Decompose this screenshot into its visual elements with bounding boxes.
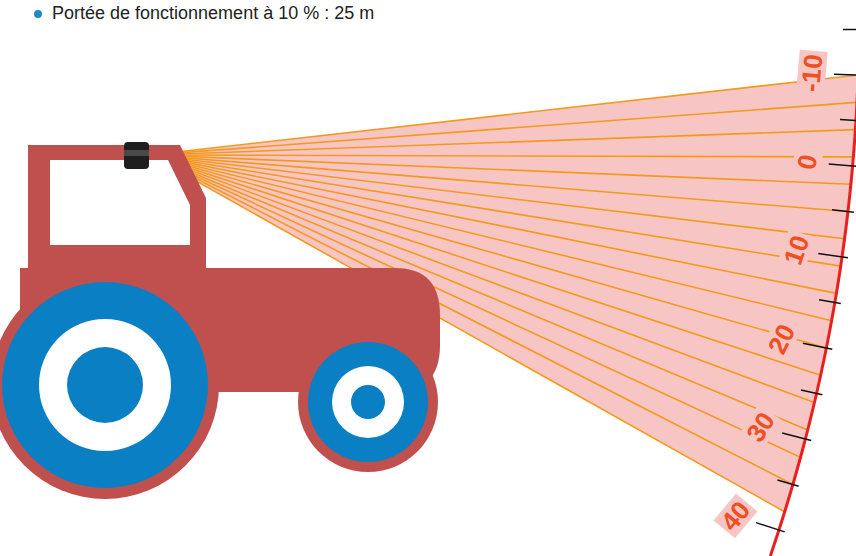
laser-ray (150, 155, 793, 485)
scale-tick (843, 29, 856, 31)
cab-window (50, 160, 190, 245)
scale-tick (829, 164, 856, 167)
fender (0, 271, 219, 499)
scan-fan (150, 75, 856, 512)
laser-ray (150, 155, 814, 403)
lidar-band (124, 150, 149, 156)
laser-ray (150, 75, 856, 155)
laser-ray (150, 155, 845, 239)
scale-label: 40 (713, 494, 757, 539)
scale-tick (818, 254, 848, 258)
rear-wheel-hub (67, 347, 143, 423)
scale-tick (801, 390, 822, 395)
scale-arc (770, 0, 856, 556)
laser-ray (150, 155, 785, 512)
scale-tick (777, 480, 798, 486)
rear-wheel-ring (39, 319, 171, 451)
scan-area (150, 75, 856, 512)
front-wheel-hub (351, 385, 385, 419)
laser-ray (150, 155, 853, 157)
bullet (34, 10, 42, 18)
laser-ray (150, 155, 841, 266)
front-fender (298, 332, 438, 472)
range-note: Portée de fonctionnement à 10 % : 25 m (52, 2, 374, 24)
scale-tick (819, 300, 841, 304)
scale-tick (803, 343, 832, 349)
scale-tick (840, 120, 856, 121)
scale-label: -10 (796, 51, 828, 97)
scale-tick (756, 523, 785, 532)
scale-tick (782, 433, 811, 441)
laser-ray (150, 130, 855, 155)
laser-ray (150, 155, 808, 430)
laser-ray (150, 155, 801, 457)
scale-tick (834, 73, 856, 75)
lidar-sensor (124, 142, 149, 169)
scale-tick (832, 210, 854, 213)
front-wheel-ring (332, 366, 404, 438)
protractor-scale (748, 0, 856, 556)
cab (28, 145, 206, 272)
front-wheel (308, 342, 428, 462)
tractor (0, 142, 440, 499)
laser-ray (150, 102, 856, 155)
rear-wheel (2, 282, 208, 488)
